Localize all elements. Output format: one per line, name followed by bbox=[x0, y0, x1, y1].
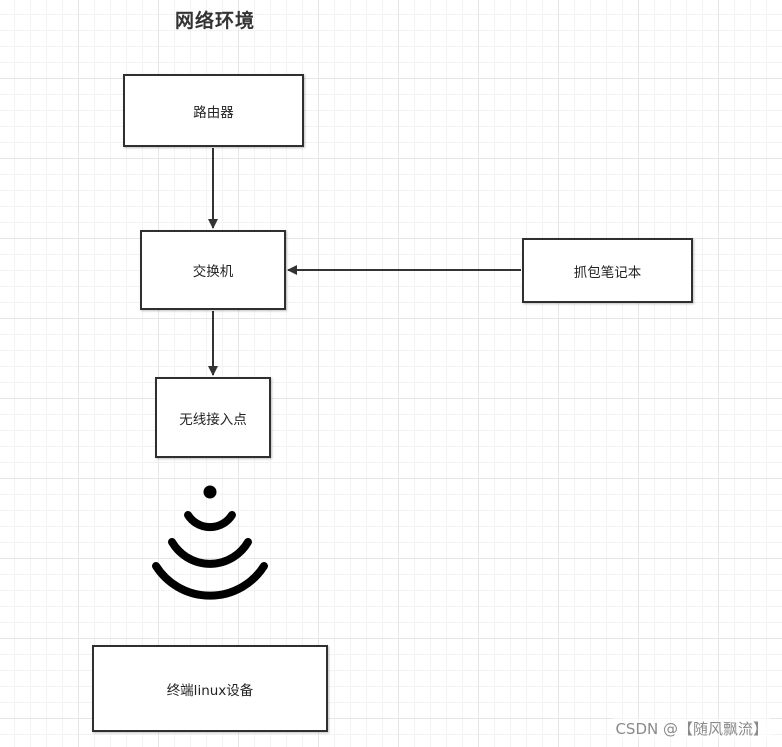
laptop-node: 抓包笔记本 bbox=[522, 238, 693, 303]
watermark: CSDN @【随风飘流】 bbox=[613, 718, 770, 739]
diagram-title: 网络环境 bbox=[174, 10, 255, 32]
access-point-label: 无线接入点 bbox=[179, 411, 247, 428]
laptop-label: 抓包笔记本 bbox=[573, 264, 642, 281]
switch-label: 交换机 bbox=[192, 264, 234, 280]
terminal-label: 终端linux设备 bbox=[166, 682, 254, 699]
switch-node: 交换机 bbox=[140, 230, 286, 310]
router-node: 路由器 bbox=[123, 74, 304, 147]
terminal-node: 终端linux设备 bbox=[92, 645, 328, 732]
wifi-signal-icon bbox=[152, 485, 268, 600]
router-label: 路由器 bbox=[193, 104, 234, 121]
access-point-node: 无线接入点 bbox=[155, 377, 271, 458]
